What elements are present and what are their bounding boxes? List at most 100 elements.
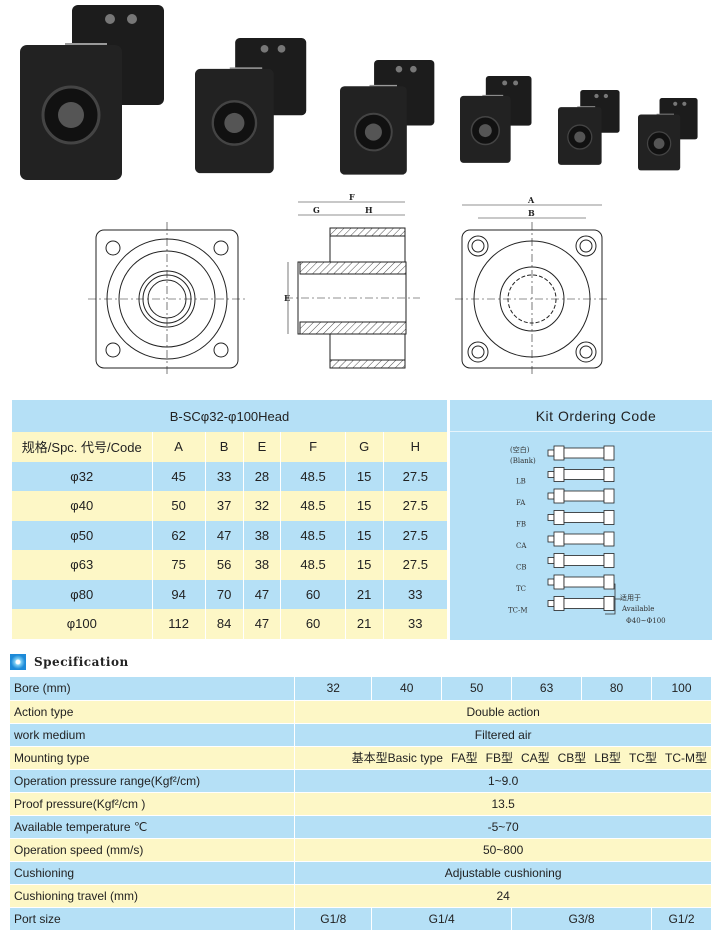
- kit-item: TC: [516, 574, 615, 593]
- dim-label-a: A: [527, 195, 535, 205]
- table-cell: 33: [205, 461, 244, 491]
- kit-item-label: (Blank): [510, 457, 536, 465]
- spec-value: 1~9.0: [294, 769, 712, 793]
- product-photos: [20, 5, 698, 180]
- table-cell: 48.5: [280, 461, 346, 491]
- spec-value: Double action: [294, 700, 712, 724]
- spec-value: -5~70: [294, 815, 712, 839]
- spec-row: Operation pressure range(Kgf²/cm)1~9.0: [10, 769, 712, 793]
- row-code: φ63: [12, 550, 153, 580]
- table-cell: 27.5: [383, 520, 449, 550]
- table-cell: 15: [345, 491, 384, 521]
- kit-item-label: TC-M: [508, 607, 528, 615]
- row-code: φ100: [12, 609, 153, 639]
- kit-item: CA: [516, 531, 615, 550]
- row-code: φ32: [12, 461, 153, 491]
- table-cell: 48.5: [280, 520, 346, 550]
- kit-item-label: FB: [516, 521, 526, 529]
- table-cell: 15: [345, 520, 384, 550]
- spec-label: Port size: [10, 907, 296, 931]
- bore-value: 50: [441, 677, 513, 701]
- spec-row: Operation speed (mm/s)50~800: [10, 838, 712, 862]
- product-photo: [195, 38, 307, 174]
- dim-label-b: B: [528, 208, 535, 218]
- table-cell: 75: [152, 550, 206, 580]
- specification-heading: Specification: [10, 654, 129, 670]
- spec-row: Proof pressure(Kgf²/cm )13.5: [10, 792, 712, 816]
- kit-item-label: FA: [516, 499, 526, 507]
- product-photo: [340, 60, 435, 175]
- product-photo: [638, 98, 698, 171]
- kit-ordering-title: Kit Ordering Code: [450, 400, 712, 432]
- table-cell: 56: [205, 550, 244, 580]
- spec-label: Operation pressure range(Kgf²/cm): [10, 769, 296, 793]
- table-cell: 70: [205, 579, 244, 609]
- specification-title: Specification: [34, 655, 129, 669]
- spec-label: Mounting type: [10, 746, 296, 770]
- table-cell: 32: [243, 491, 282, 521]
- kit-diagram: (空白) 适用于 Available Φ40~Φ100 (Blank)LBFAF…: [508, 445, 666, 625]
- mounting-type: FA型: [450, 751, 478, 765]
- kit-item: TC-M: [508, 596, 615, 615]
- kit-item-label: TC: [516, 585, 526, 593]
- spec-value: Adjustable cushioning: [294, 861, 712, 885]
- kit-item: FB: [516, 510, 615, 529]
- kit-item: FA: [516, 488, 615, 507]
- table-cell: 47: [243, 579, 282, 609]
- section-view-drawing: [285, 201, 420, 369]
- table-cell: 62: [152, 520, 206, 550]
- kit-item-label: CA: [516, 542, 527, 550]
- table-cell: 60: [280, 579, 346, 609]
- column-header: F: [280, 432, 346, 462]
- product-photo: [20, 5, 164, 180]
- mounting-type: 基本型Basic type: [351, 751, 443, 765]
- kit-item-label: LB: [516, 478, 526, 486]
- spec-label: Operation speed (mm/s): [10, 838, 296, 862]
- table-cell: 27.5: [383, 491, 449, 521]
- table-cell: 60: [280, 609, 346, 639]
- row-code: φ80: [12, 579, 153, 609]
- table-header-row: 规格/Spc. 代号/Code A B E F G H: [12, 432, 449, 462]
- bore-value: 32: [294, 677, 373, 701]
- kit-item: LB: [516, 467, 615, 486]
- column-header: 规格/Spc. 代号/Code: [12, 432, 153, 462]
- kit-ordering-code-panel: Kit Ordering Code (空白) 适用于 Available Φ40…: [450, 400, 712, 640]
- table-cell: 45: [152, 461, 206, 491]
- kit-item-label: CB: [516, 564, 527, 572]
- dimension-table: B-SCφ32-φ100Head 规格/Spc. 代号/Code A B E F…: [12, 400, 449, 639]
- spec-row: Cushioning travel (mm)24: [10, 884, 712, 908]
- table-cell: 48.5: [280, 550, 346, 580]
- rear-view-drawing: [455, 204, 610, 376]
- bore-value: 63: [511, 677, 583, 701]
- table-cell: 112: [152, 609, 206, 639]
- table-cell: 27.5: [383, 550, 449, 580]
- table-cell: 15: [345, 550, 384, 580]
- table-cell: 94: [152, 579, 206, 609]
- technical-drawings: F G H E A B: [88, 192, 610, 376]
- spec-value: Filtered air: [294, 723, 712, 747]
- port-size: G3/8: [511, 907, 652, 931]
- table-cell: 38: [243, 550, 282, 580]
- spec-value: 50~800: [294, 838, 712, 862]
- spec-label: Proof pressure(Kgf²/cm ): [10, 792, 296, 816]
- spec-label: Cushioning travel (mm): [10, 884, 296, 908]
- dim-label-f: F: [349, 192, 355, 202]
- kit-note-cn: 适用于: [620, 593, 641, 602]
- spec-label: Bore (mm): [10, 677, 296, 701]
- table-cell: 33: [383, 609, 449, 639]
- spec-label: work medium: [10, 723, 296, 747]
- kit-item: (Blank): [510, 445, 615, 465]
- dim-label-h: H: [365, 205, 373, 215]
